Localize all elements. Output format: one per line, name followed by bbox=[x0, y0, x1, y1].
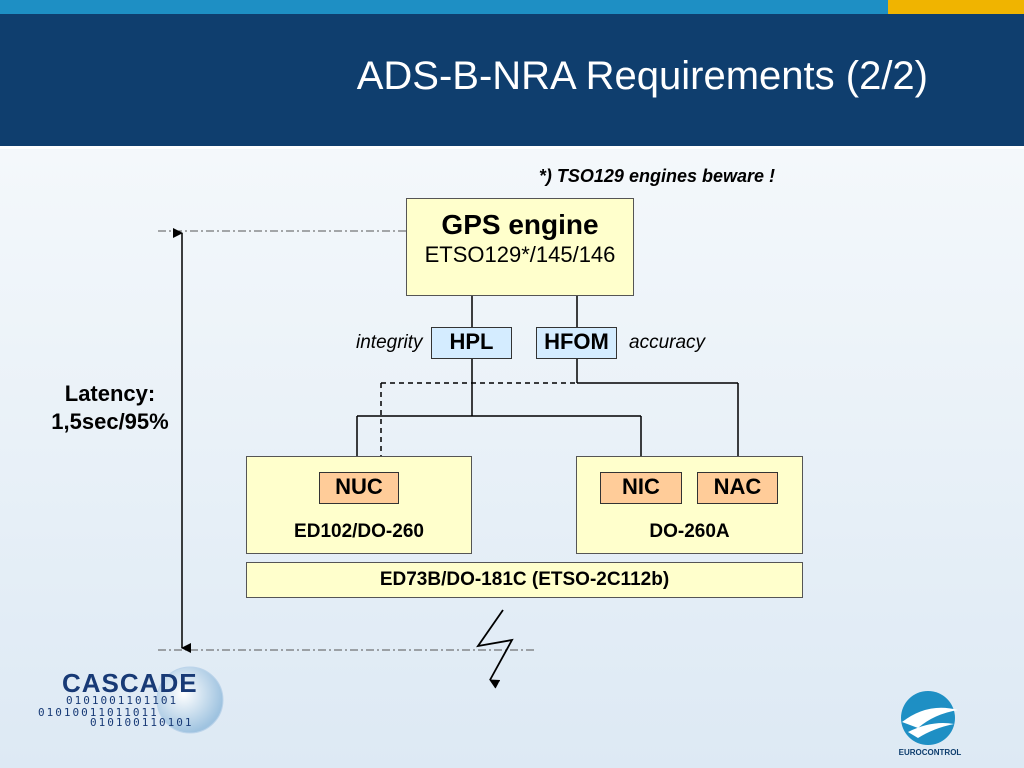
latency-line-1: Latency: bbox=[64, 381, 156, 406]
gps-engine-title: GPS engine bbox=[441, 209, 599, 240]
integrity-label: integrity bbox=[356, 332, 423, 353]
cascade-logo-text: CASCADE bbox=[62, 668, 198, 698]
slide-header bbox=[0, 14, 1024, 146]
header-divider bbox=[0, 146, 1024, 149]
do260a-label: DO-260A bbox=[649, 521, 730, 542]
lightning-bolt-icon bbox=[476, 609, 514, 689]
nuc-tag: NUC bbox=[319, 472, 399, 504]
cascade-globe-icon bbox=[156, 666, 224, 734]
gps-engine-box: GPS engine ETSO129*/145/146 bbox=[406, 198, 634, 296]
nac-tag: NAC bbox=[697, 472, 778, 504]
cascade-bits-2: 01010011011011 bbox=[38, 706, 159, 719]
cascade-bits-1: 0101001101101 bbox=[66, 694, 179, 707]
top-gold-accent bbox=[888, 0, 1024, 14]
slide-title: ADS-B-NRA Requirements (2/2) bbox=[356, 54, 928, 98]
cascade-bits-3: 010100110101 bbox=[90, 716, 194, 729]
ed102-label: ED102/DO-260 bbox=[294, 521, 424, 542]
ed73b-box: ED73B/DO-181C (ETSO-2C112b) bbox=[246, 562, 803, 598]
latency-line-2: 1,5sec/95% bbox=[51, 409, 169, 434]
tso-note: *) TSO129 engines beware ! bbox=[538, 166, 775, 186]
eurocontrol-logo-icon bbox=[901, 691, 958, 745]
eurocontrol-logo-text: EUROCONTROL bbox=[898, 748, 962, 757]
accuracy-label: accuracy bbox=[629, 332, 706, 353]
top-accent-bar bbox=[0, 0, 1024, 14]
hfom-tag: HFOM bbox=[536, 327, 617, 359]
latency-label: Latency: 1,5sec/95% bbox=[30, 380, 190, 436]
gps-engine-subtitle: ETSO129*/145/146 bbox=[424, 242, 616, 267]
nic-tag: NIC bbox=[600, 472, 682, 504]
hpl-tag: HPL bbox=[431, 327, 512, 359]
